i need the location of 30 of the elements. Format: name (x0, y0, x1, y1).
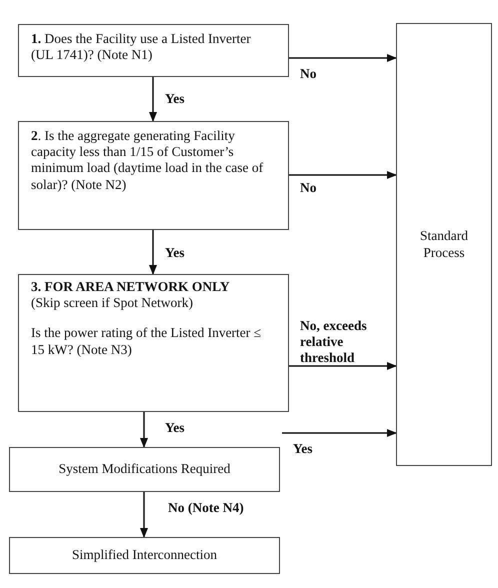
arrow (140, 492, 148, 538)
arrow (289, 54, 397, 62)
arrow (289, 362, 397, 370)
edge-label: Yes (165, 420, 186, 436)
box-text: Simplified Interconnection (70, 547, 218, 564)
edge-label: Yes (165, 91, 186, 108)
box-text: (Skip screen if Spot Network) (31, 295, 194, 312)
process-box (9, 537, 280, 574)
edge-label: No (300, 180, 318, 196)
decision-box (18, 24, 289, 77)
decision-box (18, 274, 289, 412)
edge-label: No, exceeds relative threshold (300, 318, 368, 367)
box-text: 1. Does the Facility use a Listed Inverter (UL 1741)? (Note N1) (31, 31, 252, 64)
arrow (140, 412, 148, 448)
box-heading: 3. FOR AREA NETWORK ONLY (31, 279, 231, 296)
arrow (149, 77, 157, 122)
arrow (149, 230, 157, 275)
edge-label: No (Note N4) (168, 500, 245, 516)
box-text: System Modifications Required (58, 461, 232, 478)
arrow (289, 171, 397, 179)
process-box (396, 23, 492, 466)
box-text: Is the power rating of the Listed Inverter ≤ 15 kW? (Note N3) (31, 325, 262, 358)
decision-box (18, 121, 289, 230)
edge-label: Yes (165, 245, 186, 262)
box-text: Standard Process (419, 228, 469, 261)
arrow (282, 429, 397, 437)
box-text: 2. Is the aggregate generating Facility capacity less than 1/15 of Customer’s minimum load (daytime load in the case of solar)? (Note N2) (31, 128, 264, 193)
edge-label: No (300, 66, 318, 82)
process-box (9, 447, 280, 492)
edge-label: Yes (293, 441, 314, 458)
